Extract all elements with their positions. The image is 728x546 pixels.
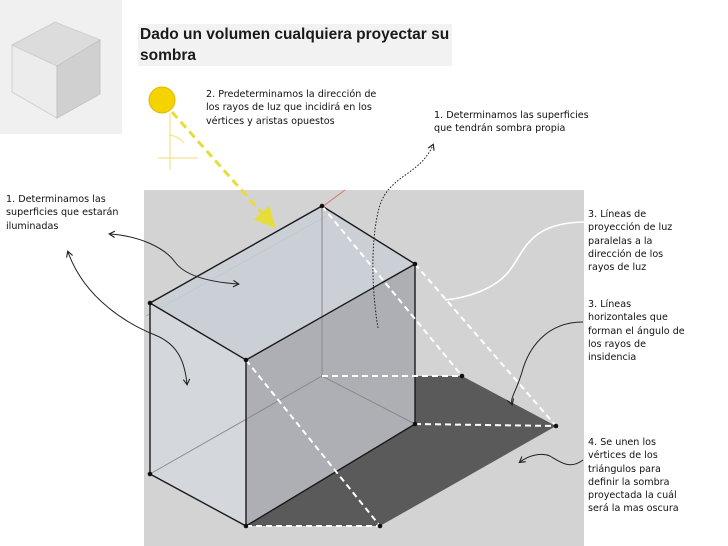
light-direction-guide <box>158 113 198 170</box>
box-hidden-edges <box>149 206 416 475</box>
cast-shadow <box>246 376 556 526</box>
light-ray-arrow <box>170 111 276 229</box>
diagram-title: Dado un volumen cualquiera proyectar su … <box>138 24 452 66</box>
ground-axis-red <box>321 189 346 208</box>
light-projection-lines <box>245 205 557 527</box>
box-right-face <box>246 264 415 526</box>
box-top-face <box>150 206 415 360</box>
horizontal-projection-lines <box>246 375 557 527</box>
note-projection-lines: 3. Líneas de proyección de luz paralelas… <box>588 209 673 274</box>
arrow-icon <box>518 453 584 466</box>
arrow-icon <box>444 221 587 301</box>
arrow-icon <box>507 321 584 406</box>
thumbnail-cube-icon <box>0 0 122 134</box>
note-own-shadow: 1. Determinamos las superficies que tend… <box>434 110 589 135</box>
arrow-icon <box>66 250 191 386</box>
arrow-icon <box>372 143 435 329</box>
sun-icon <box>148 86 176 114</box>
note-light-direction: 2. Predeterminamos la dirección de los r… <box>206 89 377 127</box>
note-lit-surfaces: 1. Determinamos las superficies que esta… <box>6 194 119 232</box>
note-horizontal-lines: 3. Líneas horizontales que forman el áng… <box>588 299 685 364</box>
note-cast-shadow: 4. Se unen los vértices de los triángulo… <box>588 437 679 515</box>
annotation-arrows <box>66 143 587 466</box>
